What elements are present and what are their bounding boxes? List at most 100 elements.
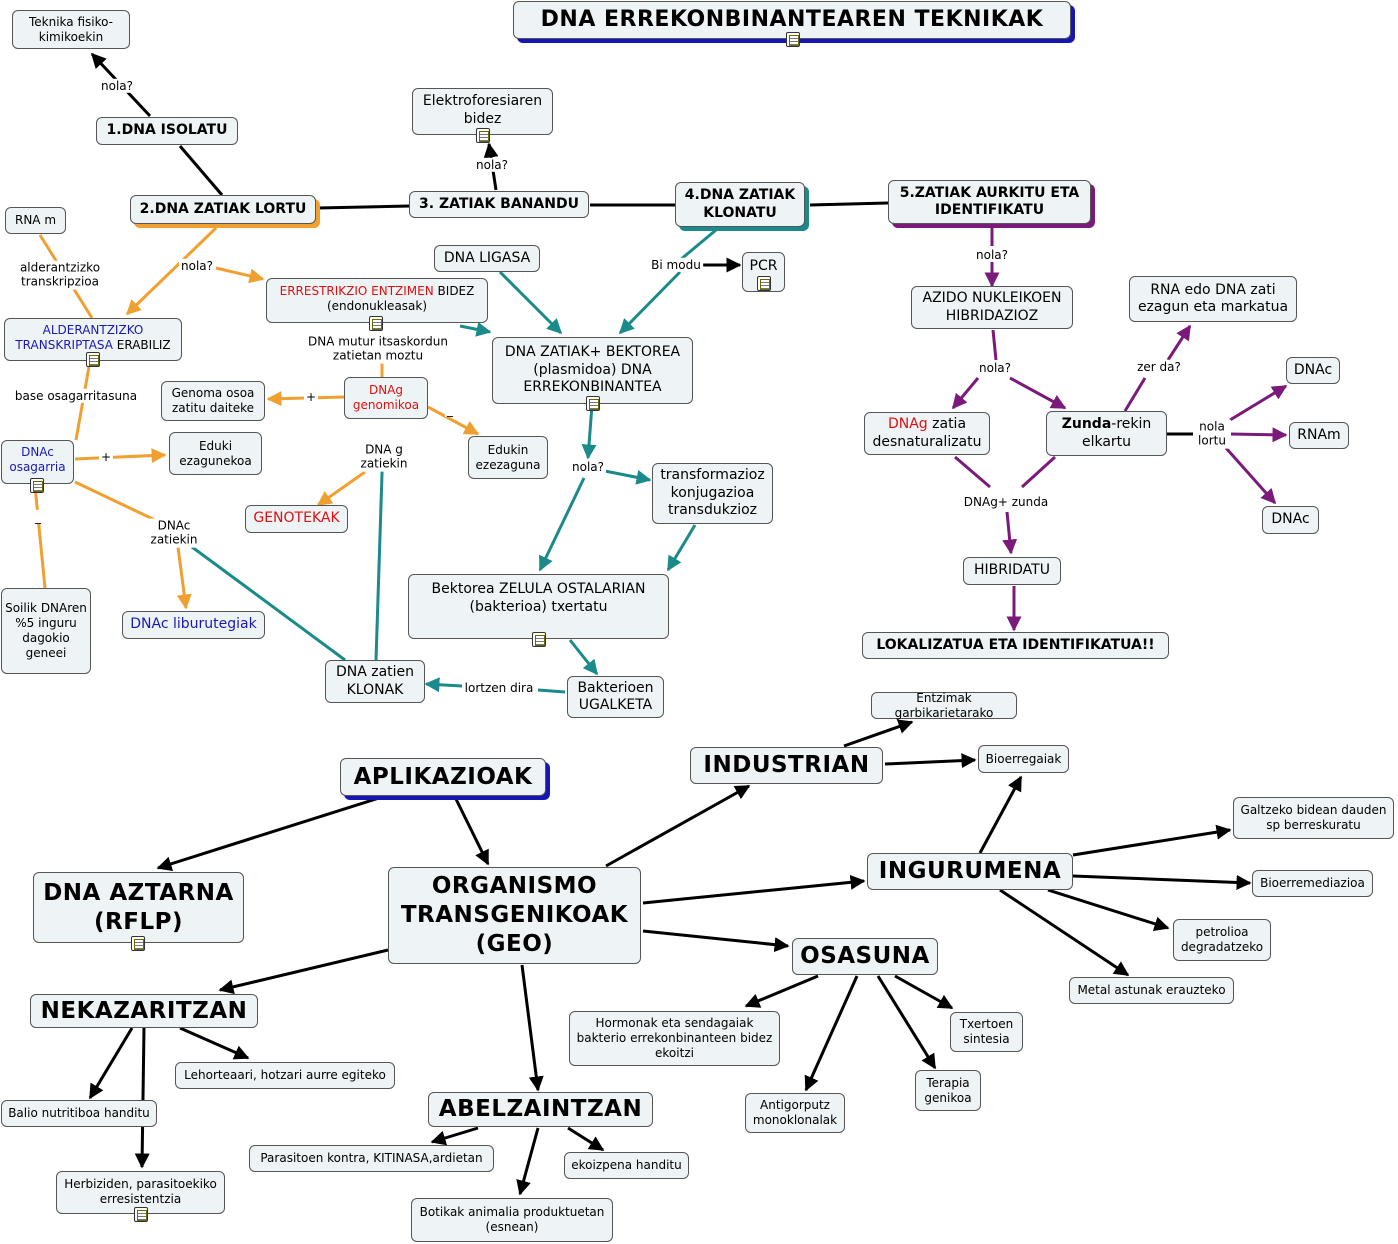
document-icon[interactable] <box>131 936 145 951</box>
node-bektorea-txertatu[interactable]: Bektorea ZELULA OSTALARIAN (bakterioa) t… <box>408 574 669 639</box>
node-text: DNAg genomikoa <box>352 383 420 412</box>
node-banandu[interactable]: 3. ZATIAK BANANDU <box>409 191 589 218</box>
document-icon[interactable] <box>757 276 771 291</box>
node-text: INGURUMENA <box>878 858 1062 885</box>
node-text: Genoma osoa zatitu daiteke <box>171 386 255 415</box>
node-text: DNAg zatia desnaturalizatu <box>865 416 989 451</box>
node-text: Antigorputz monoklonalak <box>752 1098 838 1127</box>
node-transformazioz[interactable]: transformazioz konjugazioa transdukzioz <box>652 463 773 524</box>
node-eduki[interactable]: Eduki ezagunekoa <box>169 432 262 475</box>
node-dnac-1[interactable]: DNAc <box>1286 357 1340 384</box>
node-geo[interactable]: ORGANISMO TRANSGENIKOAK (GEO) <box>388 867 641 964</box>
link-label: + <box>98 449 114 465</box>
document-icon[interactable] <box>86 352 100 367</box>
enzyme-name: ERRESTRIKZIO ENTZIMEN <box>279 284 434 298</box>
zunda-rest: -rekin elkartu <box>1081 416 1152 450</box>
desnat-word: zatia desnaturalizatu <box>872 416 982 450</box>
link-label: nola lortu <box>1193 419 1231 449</box>
node-alderantzizko[interactable]: ALDERANTZIZKO TRANSKRIPTASA ERABILIZ <box>4 318 182 361</box>
node-ugalketa[interactable]: Bakterioen UGALKETA <box>567 676 664 718</box>
node-text: DNA ZATIAK+ BEKTOREA (plasmidoa) DNA ERR… <box>504 344 681 395</box>
node-text: Teknika fisiko-kimikoekin <box>28 14 114 44</box>
node-elektro[interactable]: Elektroforesiaren bidez <box>412 88 553 135</box>
document-icon[interactable] <box>532 632 546 647</box>
node-errestrikzio[interactable]: ERRESTRIKZIO ENTZIMEN BIDEZ (endonukleas… <box>266 278 488 323</box>
node-pcr[interactable]: PCR <box>742 252 785 292</box>
node-text: RNAm <box>1297 426 1341 443</box>
node-text: Lehorteaari, hotzari aurre egiteko <box>184 1068 386 1082</box>
node-zatiak-bektorea[interactable]: DNA ZATIAK+ BEKTOREA (plasmidoa) DNA ERR… <box>492 337 693 404</box>
node-parasitoen[interactable]: Parasitoen kontra, KITINASA,ardietan <box>249 1145 494 1172</box>
node-text: Soilik DNAren %5 inguru dagokio geneei <box>5 601 87 660</box>
node-txertoen[interactable]: Txertoen sintesia <box>950 1012 1023 1052</box>
node-bioerregaiak[interactable]: Bioerregaiak <box>978 745 1069 773</box>
node-isolatu[interactable]: 1.DNA ISOLATU <box>96 117 238 145</box>
link-label: DNAg+ zunda <box>961 494 1051 510</box>
link-label: Bi modu <box>649 257 703 273</box>
document-icon[interactable] <box>134 1207 148 1222</box>
node-ingurumena[interactable]: INGURUMENA <box>867 853 1073 890</box>
node-osasuna[interactable]: OSASUNA <box>792 938 938 975</box>
node-text: Galtzeko bidean dauden sp berreskuratu <box>1240 803 1387 832</box>
node-subtext: (endonukleasak) <box>326 299 428 313</box>
node-lehorte[interactable]: Lehorteaari, hotzari aurre egiteko <box>175 1062 395 1089</box>
node-dnac-liburutegiak[interactable]: DNAc liburutegiak <box>122 611 265 639</box>
node-ekoizpena[interactable]: ekoizpena handitu <box>564 1152 689 1179</box>
node-bioerremediazioa[interactable]: Bioerremediazioa <box>1252 870 1373 897</box>
document-icon[interactable] <box>586 396 600 411</box>
node-klonak[interactable]: DNA zatien KLONAK <box>325 660 425 703</box>
document-icon[interactable] <box>786 32 800 47</box>
node-aplikazioak[interactable]: APLIKAZIOAK <box>340 758 546 796</box>
node-dna-aztarna[interactable]: DNA AZTARNA (RFLP) <box>33 872 244 943</box>
node-text: Bioerregaiak <box>985 751 1062 766</box>
node-nekazaritzan[interactable]: NEKAZARITZAN <box>30 994 258 1028</box>
node-text: Edukin ezezaguna <box>475 442 541 472</box>
node-abelzaintzan[interactable]: ABELZAINTZAN <box>428 1092 653 1127</box>
link-label: DNA g zatiekin <box>356 442 412 472</box>
node-genoma[interactable]: Genoma osoa zatitu daiteke <box>161 381 265 421</box>
node-hibridatu[interactable]: HIBRIDATU <box>963 557 1061 585</box>
node-teknika[interactable]: Teknika fisiko-kimikoekin <box>12 10 130 49</box>
node-terapia[interactable]: Terapia genikoa <box>915 1070 981 1111</box>
document-icon[interactable] <box>476 128 490 143</box>
node-industrian[interactable]: INDUSTRIAN <box>690 747 883 784</box>
link-label: + <box>303 389 319 405</box>
document-icon[interactable] <box>30 478 44 493</box>
node-hormonak[interactable]: Hormonak eta sendagaiak bakterio errekon… <box>569 1011 780 1066</box>
node-antigorputz[interactable]: Antigorputz monoklonalak <box>745 1093 845 1133</box>
node-ligasa[interactable]: DNA LIGASA <box>434 245 540 272</box>
node-metal[interactable]: Metal astunak erauzteko <box>1069 977 1234 1004</box>
node-lortu[interactable]: 2.DNA ZATIAK LORTU <box>130 195 316 224</box>
node-entzimak[interactable]: Entzimak garbikarietarako <box>871 691 1017 720</box>
node-aurkitu[interactable]: 5.ZATIAK AURKITU ETA IDENTIFIKATU <box>888 180 1091 224</box>
node-rna-dna[interactable]: RNA edo DNA zati ezagun eta markatua <box>1129 276 1297 322</box>
node-herbiziden[interactable]: Herbiziden, parasitoekiko erresistentzia <box>56 1171 225 1214</box>
link-label: nola? <box>569 459 607 475</box>
node-genotekak[interactable]: GENOTEKAK <box>245 505 348 533</box>
node-text: 1.DNA ISOLATU <box>106 122 228 139</box>
node-soilik[interactable]: Soilik DNAren %5 inguru dagokio geneei <box>1 588 91 674</box>
link-label: nola? <box>473 157 511 173</box>
node-petrolioa[interactable]: petrolioa degradatzeko <box>1173 919 1271 961</box>
node-dnac-2[interactable]: DNAc <box>1262 506 1319 534</box>
node-text: HIBRIDATU <box>974 562 1050 579</box>
node-azido[interactable]: AZIDO NUKLEIKOEN HIBRIDAZIOZ <box>911 286 1073 329</box>
node-lokalizatua[interactable]: LOKALIZATUA ETA IDENTIFIKATUA!! <box>862 632 1169 659</box>
node-text: APLIKAZIOAK <box>353 763 533 790</box>
node-zunda[interactable]: Zunda-rekin elkartu <box>1046 411 1167 456</box>
node-rnam[interactable]: RNA m <box>5 207 66 234</box>
link-label: nola? <box>178 258 216 274</box>
node-desnaturalizatu[interactable]: DNAg zatia desnaturalizatu <box>864 412 990 455</box>
node-text: DNA LIGASA <box>443 249 531 266</box>
node-text: Botikak animalia produktuetan (esnean) <box>419 1205 605 1234</box>
node-dnag[interactable]: DNAg genomikoa <box>344 377 428 419</box>
node-text: ERRESTRIKZIO ENTZIMEN BIDEZ <box>280 284 475 299</box>
document-icon[interactable] <box>369 316 383 331</box>
node-text: ORGANISMO TRANSGENIKOAK (GEO) <box>400 873 629 957</box>
node-klonatu[interactable]: 4.DNA ZATIAK KLONATU <box>675 182 805 227</box>
node-balio[interactable]: Balio nutritiboa handitu <box>1 1100 157 1127</box>
node-botikak[interactable]: Botikak animalia produktuetan (esnean) <box>411 1198 613 1242</box>
node-edukin[interactable]: Edukin ezezaguna <box>468 436 548 479</box>
node-rnam-2[interactable]: RNAm <box>1289 422 1349 449</box>
node-galtzeko[interactable]: Galtzeko bidean dauden sp berreskuratu <box>1233 797 1394 839</box>
